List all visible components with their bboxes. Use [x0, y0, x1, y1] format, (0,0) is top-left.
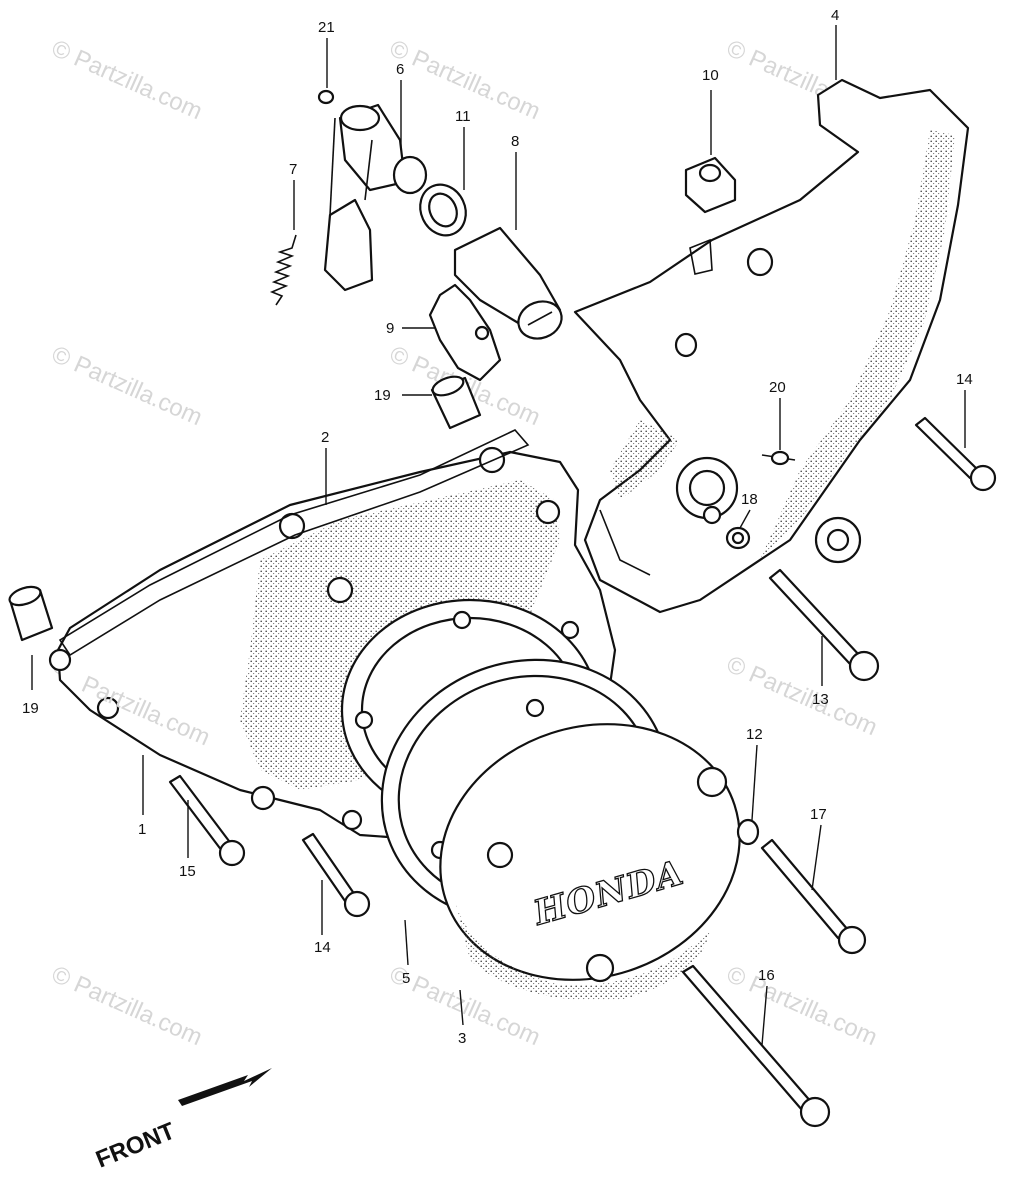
front-arrow-icon [178, 1068, 272, 1106]
part-14-bolt-upper [914, 416, 997, 492]
part-21-nut [317, 89, 335, 105]
callout-7: 7 [289, 161, 297, 178]
callout-14: 14 [956, 371, 973, 388]
part-4-upper-cover [573, 78, 970, 614]
callout-19: 19 [374, 387, 391, 404]
part-20-pin [761, 450, 796, 466]
part-11-washer [419, 183, 467, 237]
part-3-point-cover: HONDA [439, 723, 741, 1001]
callout-labels: 21 6 7 11 8 4 10 9 19 2 20 18 14 13 19 1… [22, 7, 973, 1047]
part-6-contact-breaker [323, 103, 428, 292]
callout-3: 3 [458, 1030, 466, 1047]
part-18-washer [725, 526, 751, 550]
callout-4: 4 [831, 7, 839, 24]
part-17-bolt [760, 838, 867, 955]
callout-14: 14 [314, 939, 331, 956]
callout-16: 16 [758, 967, 775, 984]
callout-12: 12 [746, 726, 763, 743]
part-12-washer [736, 818, 760, 846]
part-13-bolt [768, 568, 880, 682]
part-19-dowel-left [8, 585, 54, 642]
callout-1: 1 [138, 821, 146, 838]
watermark: © Partzilla.com [48, 35, 207, 125]
callout-15: 15 [179, 863, 196, 880]
front-label: FRONT [92, 1117, 179, 1173]
part-7-spring [269, 234, 297, 306]
callout-13: 13 [812, 691, 829, 708]
callout-17: 17 [810, 806, 827, 823]
part-8-advancer [453, 226, 563, 340]
watermark: © Partzilla.com [48, 341, 207, 431]
part-10-grommet [684, 156, 737, 214]
callout-5: 5 [402, 970, 410, 987]
callout-9: 9 [386, 320, 394, 337]
callout-2: 2 [321, 429, 329, 446]
part-14-bolt-lower [301, 832, 371, 918]
callout-11: 11 [455, 108, 471, 125]
callout-6: 6 [396, 61, 404, 78]
callout-20: 20 [769, 379, 786, 396]
part-15-bolt [168, 774, 246, 867]
part-16-bolt [681, 964, 831, 1128]
callout-10: 10 [702, 67, 719, 84]
callout-19: 19 [22, 700, 39, 717]
part-2-gasket [58, 429, 530, 657]
callout-8: 8 [511, 133, 519, 150]
front-direction-indicator: FRONT [92, 1068, 272, 1174]
watermark: © Partzilla.com [48, 961, 207, 1051]
callout-21: 21 [318, 19, 335, 36]
leader-lines [31, 25, 966, 1046]
part-19-dowel-upper [430, 375, 482, 430]
callout-18: 18 [741, 491, 758, 508]
